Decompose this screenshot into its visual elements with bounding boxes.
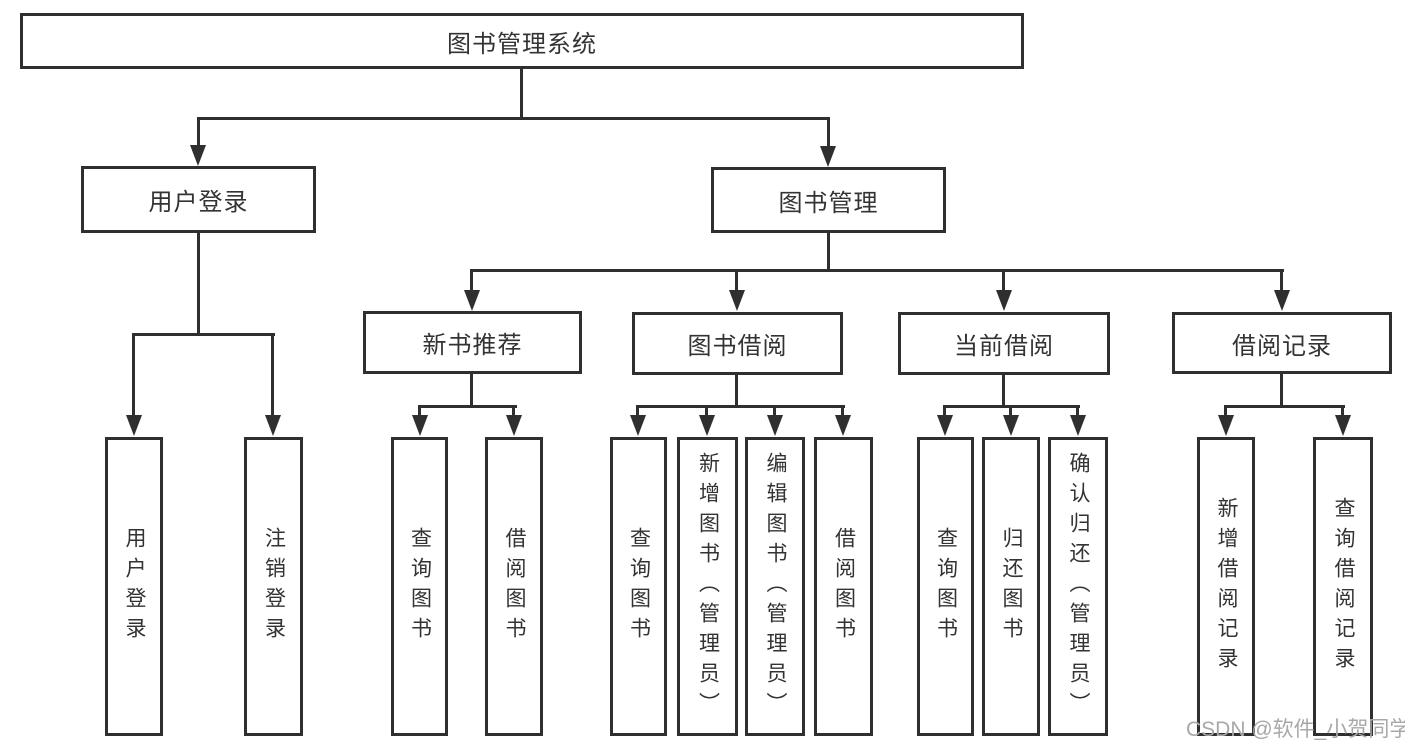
arrow-down-icon [1070, 415, 1086, 436]
connector-line [1002, 375, 1005, 408]
node-borrow-records: 借阅记录 [1172, 312, 1392, 374]
node-query-borrow-record: 查询借阅记录 [1313, 437, 1373, 736]
arrow-down-icon [767, 415, 783, 436]
node-query-books-recommend: 查询图书 [391, 437, 448, 736]
node-user-login-action: 用户登录 [105, 437, 163, 736]
connector-line [827, 232, 830, 272]
arrow-down-icon [464, 290, 480, 311]
node-query-books-borrow: 查询图书 [610, 437, 667, 736]
arrow-down-icon [1218, 415, 1234, 436]
node-book-management-system: 图书管理系统 [20, 13, 1024, 69]
node-book-borrow: 图书借阅 [632, 312, 843, 375]
connector-line [636, 405, 639, 419]
connector-line [735, 375, 738, 408]
arrow-down-icon [190, 145, 206, 166]
connector-line [1341, 405, 1344, 419]
connector-line [197, 117, 830, 120]
arrow-down-icon [1003, 415, 1019, 436]
connector-line [636, 405, 845, 408]
arrow-down-icon [729, 290, 745, 311]
node-book-management: 图书管理 [711, 167, 946, 233]
node-query-books-current: 查询图书 [917, 437, 974, 736]
node-add-borrow-record: 新增借阅记录 [1197, 437, 1255, 736]
arrow-down-icon [699, 415, 715, 436]
node-return-books: 归还图书 [982, 437, 1040, 736]
node-edit-books-admin: 编辑图书（管理员） [745, 437, 805, 736]
connector-line [512, 405, 515, 419]
connector-line [1224, 405, 1345, 408]
connector-line [132, 333, 275, 336]
arrow-down-icon [835, 415, 851, 436]
csdn-watermark: CSDN @软件_小贺同学 [1186, 718, 1405, 741]
connector-line [705, 405, 708, 419]
arrow-down-icon [1274, 290, 1290, 311]
arrow-down-icon [1335, 415, 1351, 436]
arrow-down-icon [265, 415, 281, 436]
arrow-down-icon [506, 415, 522, 436]
connector-line [1076, 405, 1079, 419]
connector-line [132, 333, 135, 419]
arrow-down-icon [996, 290, 1012, 311]
arrow-down-icon [126, 415, 142, 436]
connector-line [735, 269, 738, 294]
connector-line [773, 405, 776, 419]
node-current-borrow: 当前借阅 [898, 312, 1110, 375]
node-user-login: 用户登录 [81, 166, 316, 233]
arrow-down-icon [412, 415, 428, 436]
connector-line [827, 117, 830, 149]
connector-line [197, 117, 200, 149]
node-borrow-books-borrow: 借阅图书 [814, 437, 873, 736]
arrow-down-icon [630, 415, 646, 436]
node-add-books-admin: 新增图书（管理员） [677, 437, 738, 736]
connector-line [1009, 405, 1012, 419]
connector-line [1280, 269, 1283, 294]
node-borrow-books-recommend: 借阅图书 [485, 437, 543, 736]
connector-line [470, 269, 473, 294]
node-new-book-recommend: 新书推荐 [363, 311, 582, 374]
connector-line [470, 373, 473, 408]
connector-line [1002, 269, 1005, 294]
connector-line [271, 333, 274, 419]
connector-line [520, 69, 523, 119]
connector-line [1224, 405, 1227, 419]
arrow-down-icon [820, 146, 836, 167]
connector-line [197, 232, 200, 336]
connector-line [841, 405, 844, 419]
node-confirm-return-admin: 确认归还（管理员） [1048, 437, 1108, 736]
arrow-down-icon [937, 415, 953, 436]
connector-line [418, 405, 421, 419]
connector-line [470, 269, 1284, 272]
node-logout-action: 注销登录 [244, 437, 303, 736]
connector-line [943, 405, 946, 419]
connector-line [1280, 373, 1283, 408]
connector-line [418, 405, 517, 408]
